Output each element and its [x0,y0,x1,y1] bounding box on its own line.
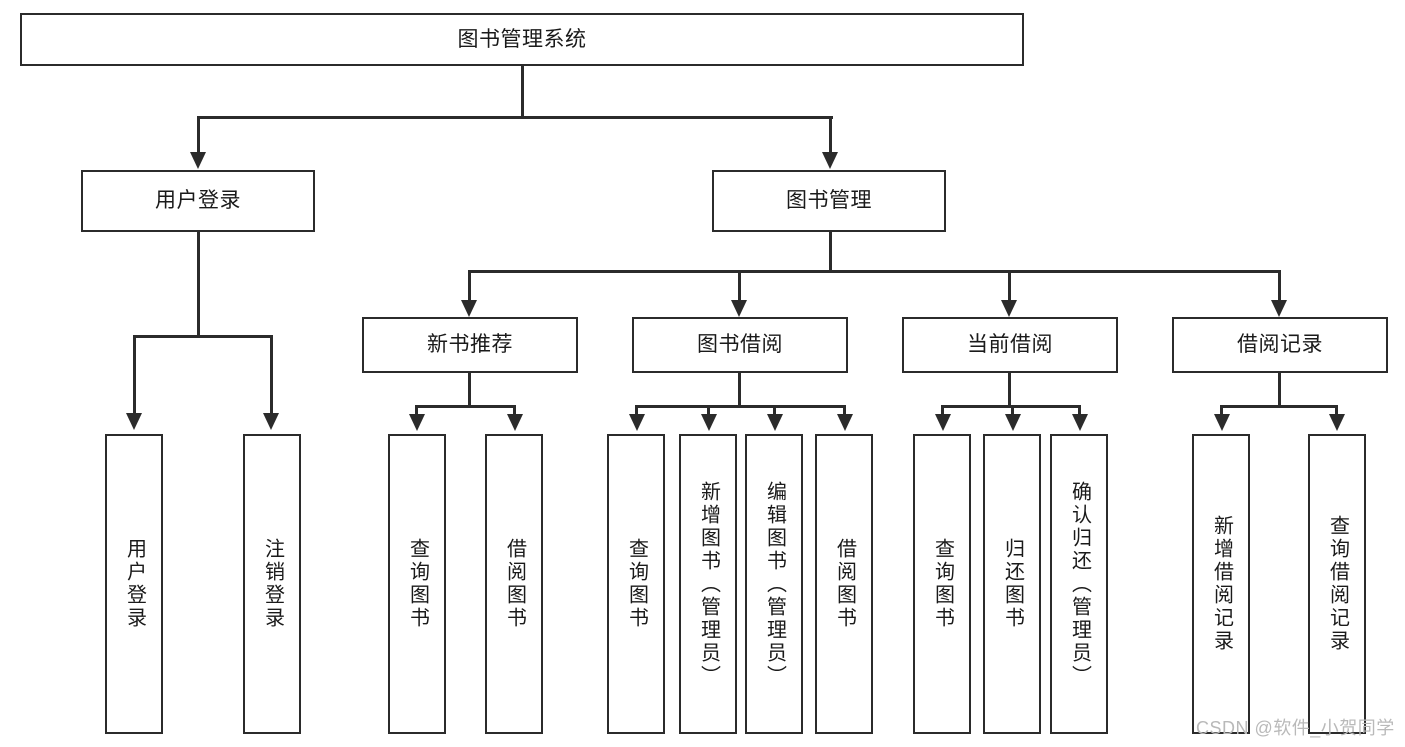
node-label: 查询借阅记录 [1326,515,1349,653]
leaf-add-borrow-record[interactable]: 新增借阅记录 [1192,434,1250,734]
connector-book-mgmt-to-records [1278,270,1281,302]
arrow-user-login-to-leaf2 [263,413,279,430]
arrow-records-to-add [1214,414,1230,431]
connector-current-to-confirm [1078,405,1081,417]
arrow-borrow-to-edit [767,414,783,431]
node-label: 借阅图书 [833,538,856,630]
node-label: 确认归还（管理员） [1068,480,1091,688]
leaf-borrow-books-new[interactable]: 借阅图书 [485,434,543,734]
connector-borrow-to-borrowbook [843,405,846,417]
arrow-current-to-query [935,414,951,431]
leaf-add-book-admin[interactable]: 新增图书（管理员） [679,434,737,734]
arrow-current-to-return [1005,414,1021,431]
connector-records-to-add [1220,405,1223,417]
connector-records-bus [1220,405,1337,408]
connector-root-to-book-mgmt [829,116,832,154]
leaf-logout[interactable]: 注销登录 [243,434,301,734]
csdn-watermark: CSDN @软件_小贺同学 [1196,718,1395,738]
connector-borrow-to-add [707,405,710,417]
arrow-book-mgmt-to-borrow [731,300,747,317]
node-current-borrow[interactable]: 当前借阅 [902,317,1118,373]
connector-records-stem [1278,373,1281,407]
node-label: 归还图书 [1001,538,1024,630]
node-label: 借阅记录 [1237,333,1323,357]
arrow-borrow-to-query [629,414,645,431]
node-label: 图书管理系统 [457,27,587,51]
leaf-query-borrow-record[interactable]: 查询借阅记录 [1308,434,1366,734]
connector-book-mgmt-to-current [1008,270,1011,302]
node-label: 注销登录 [261,538,284,630]
connector-book-mgmt-to-borrow [738,270,741,302]
node-new-book-recommend[interactable]: 新书推荐 [362,317,578,373]
node-label: 查询图书 [406,538,429,630]
connector-new-books-stem [468,373,471,407]
node-label: 新增借阅记录 [1210,515,1233,653]
arrow-book-mgmt-to-records [1271,300,1287,317]
connector-book-mgmt-bus [468,270,1280,273]
connector-book-mgmt-to-new-books [468,270,471,302]
connector-records-to-query [1335,405,1338,417]
connector-user-login-to-leaf2 [270,335,273,415]
arrow-user-login-to-leaf1 [126,413,142,430]
leaf-query-books-borrow[interactable]: 查询图书 [607,434,665,734]
connector-user-login-stem [197,232,200,337]
node-borrow-records[interactable]: 借阅记录 [1172,317,1388,373]
node-label: 新增图书（管理员） [697,480,720,688]
leaf-query-books-current[interactable]: 查询图书 [913,434,971,734]
arrow-root-to-book-mgmt [822,152,838,169]
connector-borrow-stem [738,373,741,407]
connector-new-books-to-query [415,405,418,417]
connector-current-to-query [941,405,944,417]
node-label: 编辑图书（管理员） [763,480,786,688]
connector-borrow-bus [635,405,844,408]
node-label: 新书推荐 [427,333,513,357]
connector-current-bus [941,405,1078,408]
node-book-borrow[interactable]: 图书借阅 [632,317,848,373]
arrow-root-to-user-login [190,152,206,169]
connector-book-mgmt-stem [829,232,832,272]
node-book-management[interactable]: 图书管理 [712,170,946,232]
node-label: 查询图书 [931,538,954,630]
arrow-book-mgmt-to-new-books [461,300,477,317]
connector-borrow-to-edit [773,405,776,417]
node-root-book-management-system[interactable]: 图书管理系统 [20,13,1024,66]
arrow-borrow-to-borrowbook [837,414,853,431]
arrow-book-mgmt-to-current [1001,300,1017,317]
connector-new-books-to-borrow [513,405,516,417]
arrow-new-books-to-query [409,414,425,431]
connector-new-books-bus [415,405,515,408]
arrow-current-to-confirm [1072,414,1088,431]
arrow-records-to-query [1329,414,1345,431]
connector-root-bus [197,116,833,119]
node-label: 用户登录 [123,538,146,630]
connector-current-to-return [1011,405,1014,417]
connector-root-to-user-login [197,116,200,154]
connector-root-stem [521,66,524,118]
leaf-user-login[interactable]: 用户登录 [105,434,163,734]
connector-current-stem [1008,373,1011,407]
leaf-edit-book-admin[interactable]: 编辑图书（管理员） [745,434,803,734]
node-label: 图书借阅 [697,333,783,357]
node-label: 当前借阅 [967,333,1053,357]
leaf-confirm-return-admin[interactable]: 确认归还（管理员） [1050,434,1108,734]
arrow-new-books-to-borrow [507,414,523,431]
connector-user-login-to-leaf1 [133,335,136,415]
leaf-query-books-new[interactable]: 查询图书 [388,434,446,734]
node-label: 用户登录 [155,189,241,213]
connector-borrow-to-query [635,405,638,417]
leaf-borrow-books[interactable]: 借阅图书 [815,434,873,734]
arrow-borrow-to-add [701,414,717,431]
node-user-login[interactable]: 用户登录 [81,170,315,232]
node-label: 查询图书 [625,538,648,630]
connector-user-login-bus [133,335,271,338]
node-label: 借阅图书 [503,538,526,630]
node-label: 图书管理 [786,189,872,213]
leaf-return-books[interactable]: 归还图书 [983,434,1041,734]
